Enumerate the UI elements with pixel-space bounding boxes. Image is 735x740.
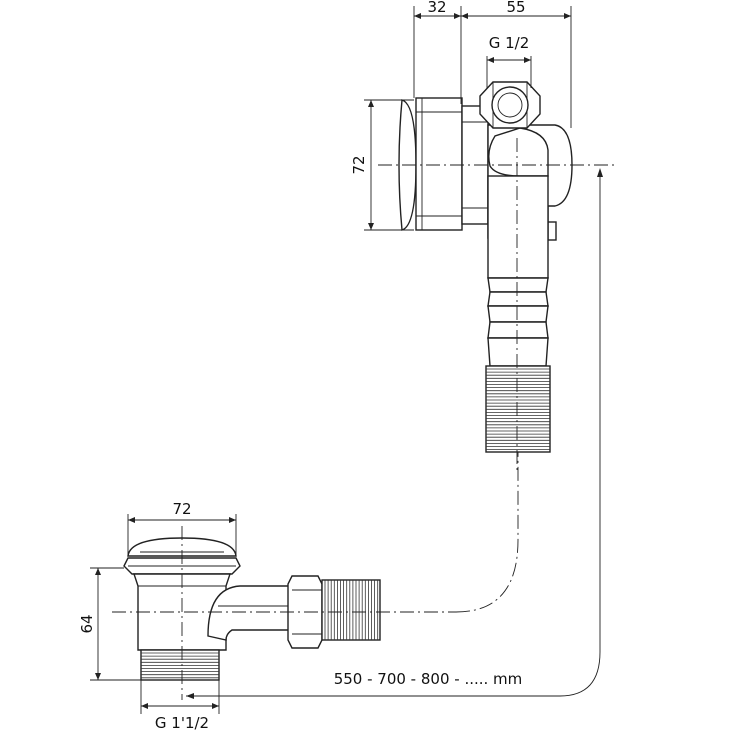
overflow-dimensions: 32 55 G 1/2 72 xyxy=(350,0,572,231)
drain-assembly xyxy=(123,537,381,681)
overflow-assembly xyxy=(398,81,573,453)
dim-overflow-width: 55 xyxy=(506,0,525,16)
dim-drain-thread: G 1'1/2 xyxy=(155,714,209,732)
hose-length-dimension-line xyxy=(186,170,601,697)
dim-overflow-depth: 32 xyxy=(427,0,446,16)
overflow-flange xyxy=(415,97,463,231)
hose-path-centerline xyxy=(455,452,519,613)
drain-elbow xyxy=(207,585,297,641)
dim-drain-width: 72 xyxy=(172,500,191,518)
overflow-hose-ribs xyxy=(486,368,550,451)
dim-overflow-height: 72 xyxy=(350,155,368,174)
dim-hose-length: 550 - 700 - 800 - ..... mm xyxy=(334,670,523,688)
drain-corrugated-hose xyxy=(321,579,381,641)
overflow-elbow xyxy=(488,127,549,177)
drain-thread-lines xyxy=(141,652,219,679)
dim-overflow-thread: G 1/2 xyxy=(489,34,530,52)
drain-hose-ribs xyxy=(324,580,379,640)
dim-drain-height: 64 xyxy=(78,614,96,633)
overflow-tube xyxy=(487,175,549,279)
drain-dimensions: 72 64 G 1'1/2 550 - 700 - 800 - ..... mm xyxy=(78,500,522,732)
